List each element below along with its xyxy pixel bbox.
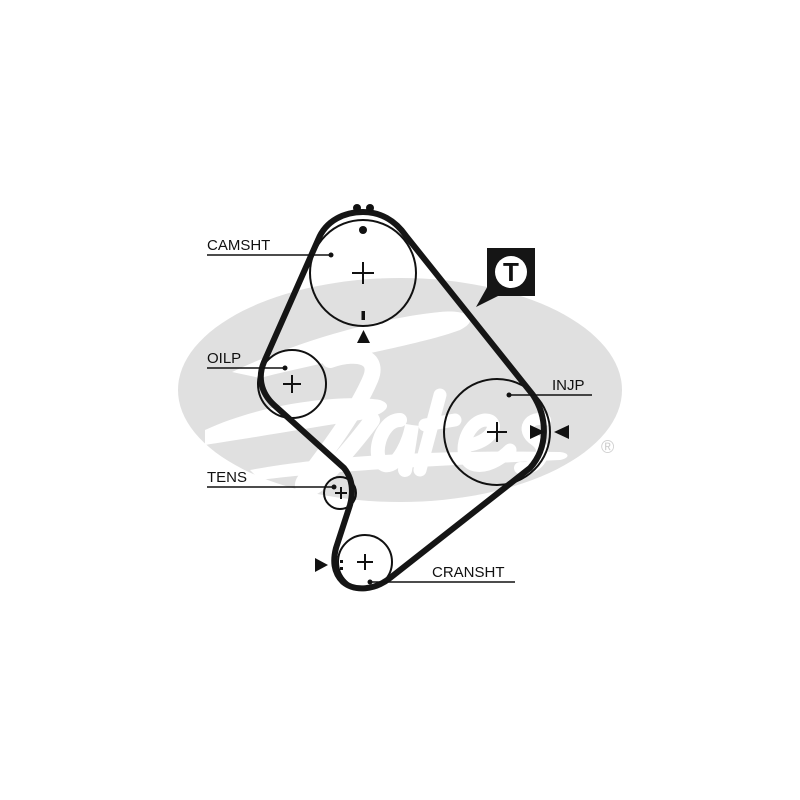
cransht-label: CRANSHT [432, 564, 505, 581]
watermark-letter-G [295, 347, 381, 497]
watermark-swoosh-top [232, 311, 471, 378]
cransht-dot-upper-icon [340, 560, 343, 563]
leader-dots [282, 252, 512, 585]
oilp-leader-dot [282, 365, 288, 371]
crankshaft-center-cross-icon [357, 554, 373, 570]
tension-marker-circle [495, 256, 527, 288]
camsht-top-dot-right-icon [366, 204, 374, 212]
tens-label: TENS [207, 469, 247, 486]
cransht-dot-lower-icon [340, 567, 343, 570]
injp-label: INJP [552, 377, 585, 394]
leader-lines [207, 254, 592, 583]
oil-pump-center-cross-icon [283, 375, 301, 393]
watermark-swoosh-bottom [250, 451, 568, 480]
camsht-triangle-up-icon [357, 330, 370, 343]
oilp-label: OILP [207, 350, 241, 367]
timing-belt [257, 209, 547, 592]
camshaft-center-cross-icon [352, 262, 374, 284]
tension-marker-letter: T [503, 257, 519, 287]
injp-leader-dot [506, 392, 512, 398]
injection-pump-pulley [443, 378, 551, 486]
camsht-top-dot-left-icon [353, 204, 361, 212]
pulley-centers [283, 262, 507, 570]
tensioner-pulley [323, 476, 357, 510]
registered-mark: ® [601, 437, 614, 457]
injp-triangle-right-icon [530, 425, 545, 439]
camsht-leader-dot [328, 252, 334, 258]
camsht-bottom-tick-icon [361, 311, 365, 320]
tensioner-center-cross-icon [335, 487, 347, 499]
camshaft-pulley [309, 219, 417, 327]
camsht-inner-dot-icon [359, 226, 367, 234]
tension-marker: T [476, 248, 535, 307]
cransht-leader-dot [367, 579, 373, 585]
camsht-label: CAMSHT [207, 237, 270, 254]
gates-watermark: ® [178, 278, 622, 502]
injection-pump-center-cross-icon [487, 422, 507, 442]
tens-leader-dot [331, 484, 337, 490]
timing-marks [315, 204, 569, 572]
injp-triangle-left-icon [554, 425, 569, 439]
cransht-triangle-right-icon [315, 558, 328, 572]
tension-marker-pointer [476, 282, 506, 307]
